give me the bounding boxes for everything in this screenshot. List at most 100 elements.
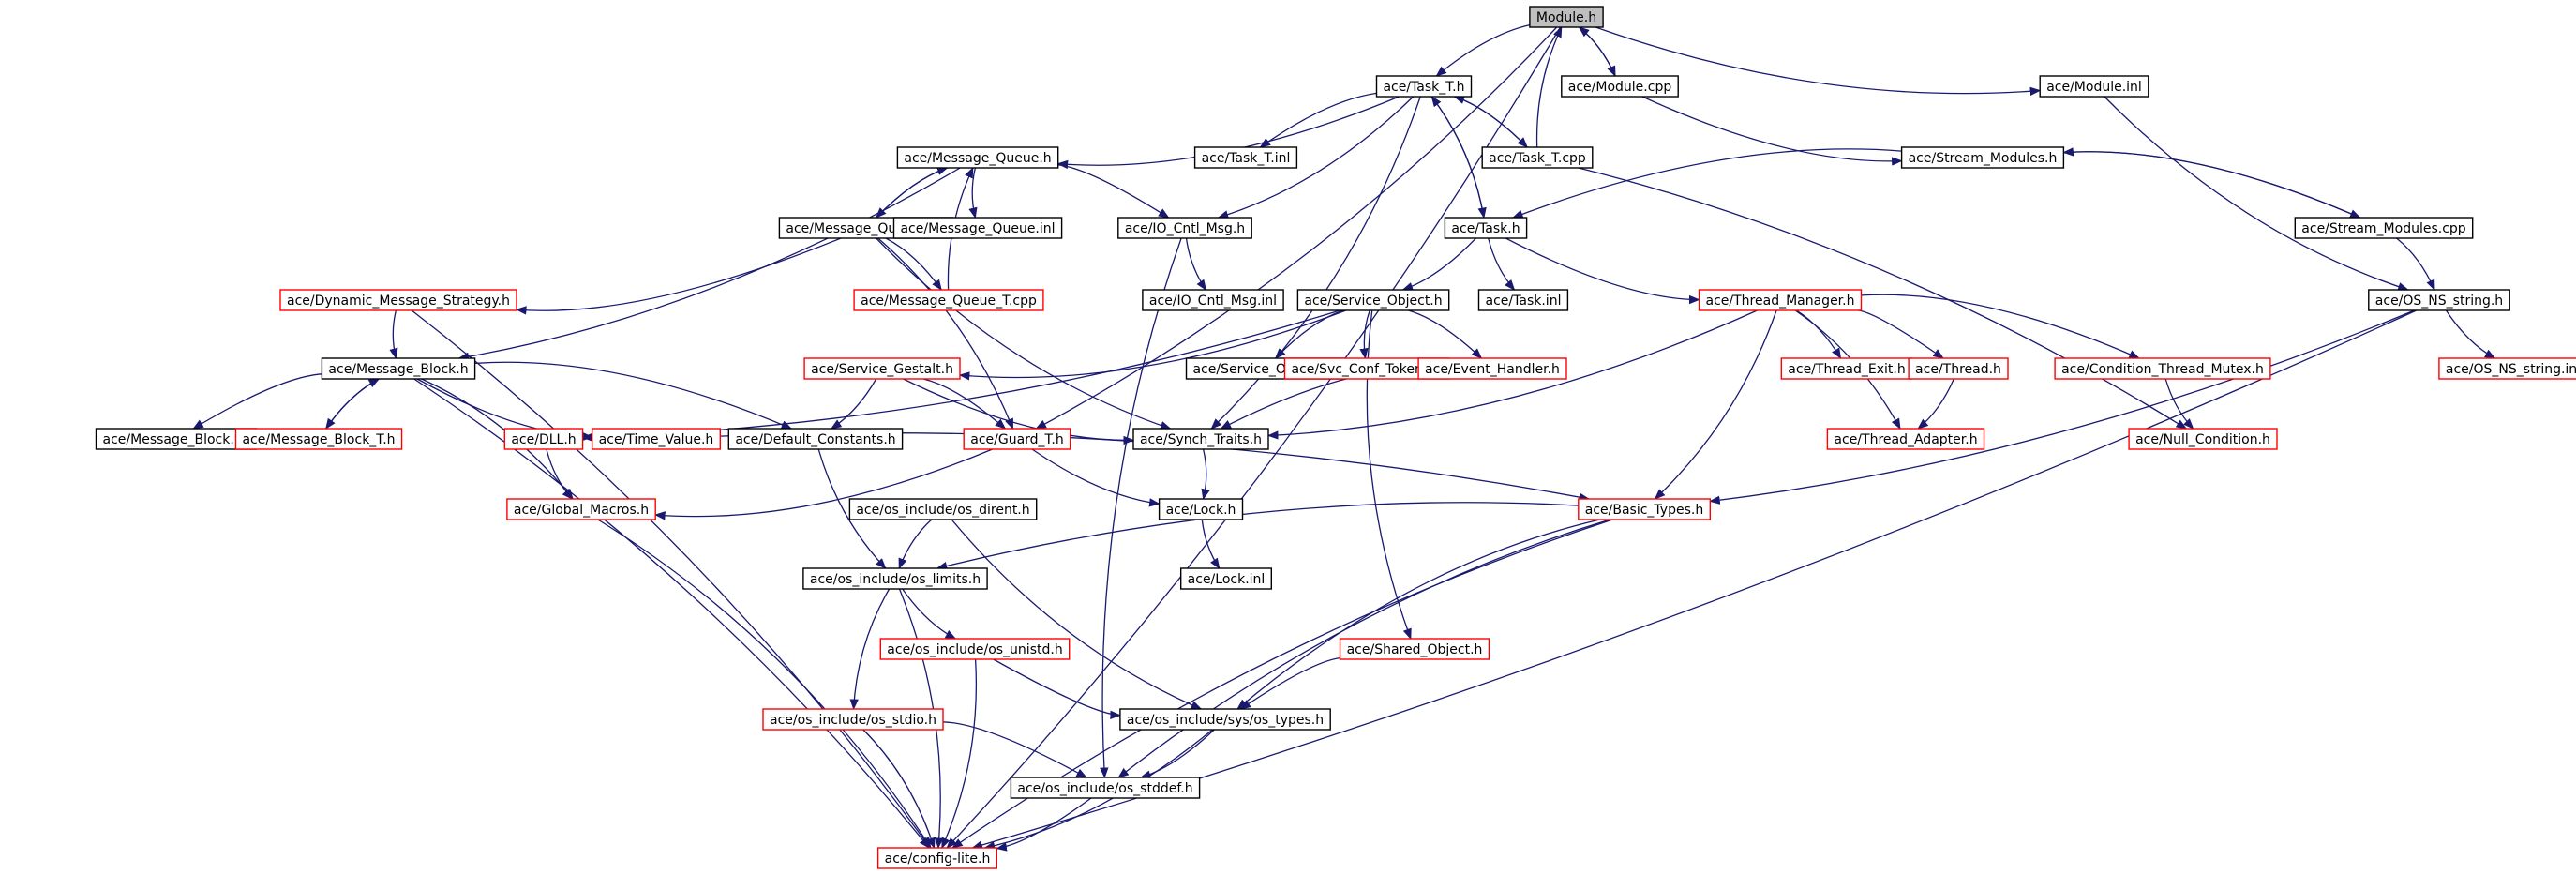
node-box: [1375, 75, 1473, 98]
node-box: [1158, 498, 1244, 520]
node-default_constants_h[interactable]: ace/Default_Constants.h: [727, 428, 904, 450]
node-os_ns_string_inl[interactable]: ace/OS_NS_string.inl: [2438, 357, 2576, 380]
node-os_dirent_h[interactable]: ace/os_include/os_dirent.h: [848, 498, 1038, 520]
node-guard_t_h[interactable]: ace/Guard_T.h: [963, 428, 1071, 450]
node-label: ace/Global_Macros.h: [514, 503, 649, 518]
node-message_block_t_h[interactable]: ace/Message_Block_T.h: [234, 428, 403, 450]
edge-task_t_cpp-to-module_h: [1535, 25, 1563, 148]
edge-guard_t_h-to-lock_h: [1031, 448, 1161, 507]
node-label: ace/os_include/sys/os_types.h: [1127, 713, 1324, 728]
edge-basic_types_h-to-sys_os_types_h: [1236, 519, 1600, 710]
node-label: ace/Service_Object.h: [1304, 294, 1442, 309]
node-basic_types_h[interactable]: ace/Basic_Types.h: [1578, 498, 1712, 520]
node-sys_os_types_h[interactable]: ace/os_include/sys/os_types.h: [1119, 708, 1331, 731]
node-label: ace/Null_Condition.h: [2135, 432, 2270, 447]
node-label: ace/Stream_Modules.cpp: [2301, 221, 2465, 236]
node-dynamic_message_strategy_h[interactable]: ace/Dynamic_Message_Strategy.h: [279, 289, 517, 311]
edge-os_stddef_h-to-config_lite_h: [996, 797, 1092, 852]
node-box: [592, 428, 722, 450]
edge-message_block_h-to-config_lite_h: [413, 378, 930, 849]
edge-os_dirent_h-to-sys_os_types_h: [951, 519, 1203, 710]
node-event_handler_h[interactable]: ace/Event_Handler.h: [1417, 357, 1567, 380]
edge-module_h-to-module_cpp: [1579, 26, 1616, 78]
node-box: [1193, 146, 1298, 169]
edge-message_block_t_h-to-message_block_h: [325, 378, 381, 430]
edge-os_stdio_h-to-config_lite_h: [862, 729, 936, 850]
node-os_unistd_h[interactable]: ace/os_include/os_unistd.h: [879, 638, 1071, 660]
node-service_gestalt_h[interactable]: ace/Service_Gestalt.h: [803, 357, 961, 380]
node-box: [803, 357, 961, 380]
node-message_block_inl[interactable]: ace/Message_Block.inl: [95, 428, 258, 450]
edge-stream_modules_cpp-to-os_ns_string_h: [2396, 237, 2435, 292]
node-module_cpp[interactable]: ace/Module.cpp: [1561, 75, 1679, 98]
node-os_ns_string_h[interactable]: ace/OS_NS_string.h: [2368, 289, 2510, 311]
edge-message_queue_t_h-to-synch_traits_h: [876, 237, 1172, 430]
node-lock_h[interactable]: ace/Lock.h: [1158, 498, 1244, 520]
edge-message_block_h-to-message_block_t_h: [325, 378, 380, 430]
node-box: [762, 708, 944, 731]
node-svc_conf_tokens_h[interactable]: ace/Svc_Conf_Tokens.h: [1283, 357, 1450, 380]
node-label: ace/os_include/os_unistd.h: [887, 642, 1062, 657]
edge-os_unistd_h-to-config_lite_h: [941, 658, 978, 850]
node-box: [1698, 289, 1863, 311]
node-thread_h[interactable]: ace/Thread.h: [1908, 357, 2009, 380]
node-label: ace/Thread_Adapter.h: [1834, 432, 1977, 447]
node-lock_inl[interactable]: ace/Lock.inl: [1179, 567, 1272, 590]
edge-os_stdio_h-to-os_stddef_h: [942, 721, 1087, 778]
edge-message_block_h-to-global_macros_h: [421, 378, 574, 500]
node-thread_exit_h[interactable]: ace/Thread_Exit.h: [1780, 357, 1913, 380]
node-message_queue_h[interactable]: ace/Message_Queue.h: [896, 146, 1059, 169]
node-box: [1296, 289, 1450, 311]
node-module_h[interactable]: Module.h: [1529, 6, 1604, 28]
node-synch_traits_h[interactable]: ace/Synch_Traits.h: [1132, 428, 1269, 450]
node-stream_modules_cpp[interactable]: ace/Stream_Modules.cpp: [2294, 217, 2474, 239]
node-stream_modules_h[interactable]: ace/Stream_Modules.h: [1900, 146, 2065, 169]
node-io_cntl_msg_h[interactable]: ace/IO_Cntl_Msg.h: [1117, 217, 1252, 239]
node-task_t_cpp[interactable]: ace/Task_T.cpp: [1481, 146, 1594, 169]
node-thread_manager_h[interactable]: ace/Thread_Manager.h: [1698, 289, 1863, 311]
node-condition_thread_mutex_h[interactable]: ace/Condition_Thread_Mutex.h: [2054, 357, 2271, 380]
node-label: ace/Synch_Traits.h: [1140, 432, 1262, 447]
node-shared_object_h[interactable]: ace/Shared_Object.h: [1339, 638, 1490, 660]
edge-task_t_h-to-synch_traits_h: [1210, 96, 1421, 430]
edge-task_h-to-task_inl: [1488, 237, 1516, 291]
edge-message_block_h-to-message_block_inl: [192, 373, 322, 430]
node-task_h[interactable]: ace/Task.h: [1444, 217, 1528, 239]
node-os_stddef_h[interactable]: ace/os_include/os_stddef.h: [1010, 777, 1201, 799]
edge-stream_modules_h-to-stream_modules_cpp: [2063, 151, 2361, 219]
node-label: ace/DLL.h: [511, 432, 576, 447]
edge-message_queue_t_h-to-guard_t_h: [877, 237, 1014, 430]
node-box: [802, 567, 988, 590]
node-config_lite_h[interactable]: ace/config-lite.h: [876, 847, 997, 869]
edge-task_t_cpp-to-task_t_h: [1453, 95, 1528, 148]
edge-service_object_h-to-shared_object_h: [1366, 309, 1412, 641]
node-label: ace/OS_NS_string.h: [2375, 294, 2503, 309]
node-task_inl[interactable]: ace/Task.inl: [1477, 289, 1569, 311]
node-time_value_h[interactable]: ace/Time_Value.h: [592, 428, 722, 450]
node-module_inl[interactable]: ace/Module.inl: [2039, 75, 2149, 98]
node-global_macros_h[interactable]: ace/Global_Macros.h: [506, 498, 656, 520]
edge-message_queue_t_h-to-dynamic_message_strategy_h: [515, 237, 842, 315]
edge-module_inl-to-os_ns_string_h: [2104, 96, 2409, 292]
node-task_t_h[interactable]: ace/Task_T.h: [1375, 75, 1473, 98]
node-os_limits_h[interactable]: ace/os_include/os_limits.h: [802, 567, 988, 590]
edge-io_cntl_msg_h-to-os_stddef_h: [1100, 237, 1182, 779]
node-label: ace/os_include/os_limits.h: [810, 572, 981, 587]
node-thread_adapter_h[interactable]: ace/Thread_Adapter.h: [1826, 428, 1985, 450]
edge-os_limits_h-to-os_unistd_h: [902, 588, 957, 640]
node-label: ace/Message_Block.inl: [103, 432, 250, 447]
node-message_queue_inl[interactable]: ace/Message_Queue.inl: [892, 217, 1063, 239]
edge-stream_modules_cpp-to-stream_modules_h: [2062, 147, 2360, 219]
node-box: [848, 498, 1038, 520]
node-service_object_h[interactable]: ace/Service_Object.h: [1296, 289, 1450, 311]
node-label: ace/IO_Cntl_Msg.h: [1125, 221, 1245, 236]
node-message_block_h[interactable]: ace/Message_Block.h: [321, 357, 476, 380]
node-task_t_inl[interactable]: ace/Task_T.inl: [1193, 146, 1298, 169]
node-label: ace/Message_Queue.h: [904, 151, 1051, 166]
node-message_queue_t_cpp[interactable]: ace/Message_Queue_T.cpp: [853, 289, 1044, 311]
node-os_stdio_h[interactable]: ace/os_include/os_stdio.h: [762, 708, 944, 731]
node-dll_h[interactable]: ace/DLL.h: [503, 428, 584, 450]
node-label: ace/Task.h: [1451, 221, 1520, 236]
node-null_condition_h[interactable]: ace/Null_Condition.h: [2128, 428, 2278, 450]
node-io_cntl_msg_inl[interactable]: ace/IO_Cntl_Msg.inl: [1142, 289, 1284, 311]
